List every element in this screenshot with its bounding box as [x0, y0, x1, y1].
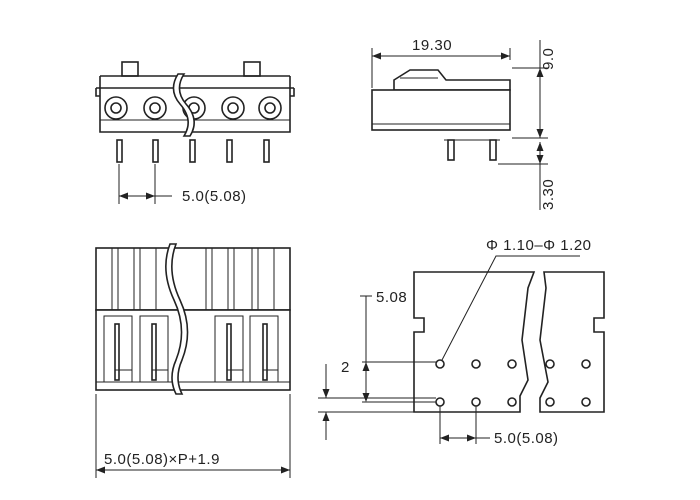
contact-slots — [103, 315, 279, 383]
front-pitch-label: 5.0(5.08) — [182, 188, 247, 205]
upper-dividers — [111, 248, 275, 310]
pcb-layout — [318, 255, 605, 444]
front-view — [95, 61, 295, 204]
front-pins — [116, 139, 270, 163]
hole-diameter-label: Φ 1.10–Φ 1.20 — [486, 237, 592, 254]
row-spacing-label: 5.08 — [376, 289, 407, 306]
top-view — [95, 243, 291, 478]
top-height-label: 9.0 — [540, 48, 557, 70]
pcb-holes — [435, 359, 591, 407]
bottom-width-label: 5.0(5.08)×P+1.9 — [104, 451, 220, 468]
pin-length-label: 3.30 — [540, 179, 557, 210]
top-width-label: 19.30 — [412, 37, 452, 54]
hole-pitch-label: 5.0(5.08) — [494, 430, 559, 447]
offset-label: 2 — [341, 359, 350, 376]
side-view — [371, 40, 548, 210]
